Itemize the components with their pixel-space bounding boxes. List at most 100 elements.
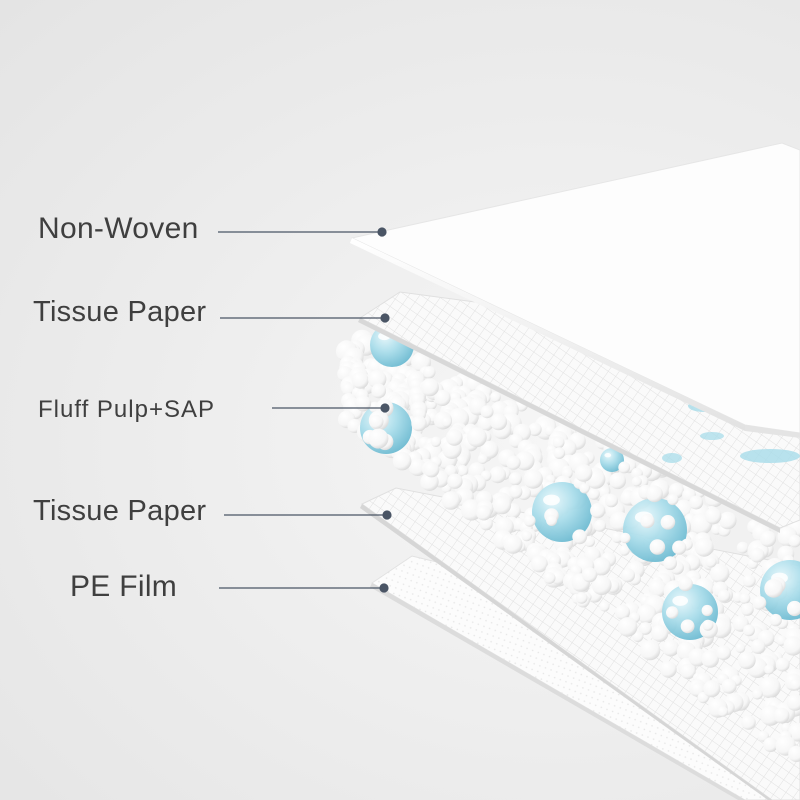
fluff-ball	[368, 428, 389, 449]
leader-dot-fluff	[380, 403, 390, 413]
fluff-ball	[574, 464, 593, 482]
fluff-ball	[701, 650, 719, 668]
leader-dot-tissue-lower	[382, 510, 392, 520]
fluff-ball	[619, 532, 631, 544]
fluff-ball	[591, 575, 612, 595]
fluff-ball	[717, 706, 729, 717]
fluff-ball	[788, 745, 800, 762]
fluff-ball	[611, 531, 623, 544]
fluff-ball	[572, 529, 588, 545]
fluff-ball	[662, 639, 680, 657]
fluff-ball	[719, 511, 737, 530]
fluff-ball	[660, 661, 677, 678]
fluff-ball	[392, 451, 412, 471]
fluff-ball	[420, 472, 439, 491]
leader-lines	[218, 227, 392, 593]
fluff-ball	[467, 427, 487, 448]
fluff-ball	[701, 604, 713, 617]
fluff-ball	[672, 540, 687, 555]
fluff-ball	[530, 555, 548, 573]
fluff-ball	[640, 513, 655, 529]
fluff-ball	[351, 371, 369, 389]
fluff-ball	[786, 694, 800, 711]
fluff-ball	[590, 503, 606, 519]
fluff-ball	[783, 636, 800, 656]
fluff-ball	[705, 556, 717, 568]
fluff-ball	[660, 515, 676, 530]
fluff-ball	[773, 707, 790, 724]
fluff-ball	[636, 604, 657, 624]
fluff-ball	[480, 440, 499, 459]
fluff-ball	[588, 488, 600, 500]
fluff-ball	[503, 534, 523, 554]
fluff-ball	[609, 472, 626, 490]
leader-dot-nonwoven	[377, 227, 387, 237]
fluff-ball	[582, 567, 598, 583]
fluff-ball	[639, 622, 652, 635]
fluff-ball	[743, 624, 755, 637]
label-tissue-paper-upper: Tissue Paper	[33, 296, 207, 328]
fluff-ball	[703, 680, 721, 698]
fluff-ball	[680, 663, 696, 680]
fluff-ball	[543, 572, 556, 584]
fluff-ball	[737, 651, 756, 670]
fluff-ball	[553, 447, 566, 459]
fluff-ball	[694, 537, 714, 557]
fluff-ball	[639, 639, 661, 661]
fluff-ball	[456, 465, 469, 477]
fluff-ball	[448, 408, 470, 429]
fluff-ball	[446, 429, 463, 446]
fluff-ball	[759, 530, 777, 547]
fluff-ball	[447, 473, 463, 489]
fluff-ball	[411, 415, 427, 432]
fluff-ball	[649, 539, 666, 555]
fluff-ball	[787, 600, 800, 617]
fluff-ball	[490, 391, 501, 403]
fluff-ball	[741, 715, 756, 730]
fluff-ball	[618, 461, 631, 474]
fluff-ball	[621, 568, 635, 583]
fluff-ball	[423, 461, 440, 478]
fluff-ball	[749, 547, 765, 563]
fluff-ball	[506, 455, 521, 470]
fluff-ball	[764, 578, 784, 598]
fluff-ball	[489, 466, 507, 484]
leader-dot-pe-film	[379, 583, 389, 593]
fluff-ball	[736, 541, 749, 554]
fluff-ball	[584, 536, 595, 547]
fluff-ball	[631, 476, 642, 487]
fluff-ball	[477, 454, 488, 464]
fluff-ball	[666, 606, 679, 619]
fluff-ball	[480, 405, 494, 419]
fluff-ball	[689, 495, 704, 510]
fluff-ball	[575, 592, 588, 604]
fluff-ball	[369, 414, 384, 429]
fluff-ball	[710, 563, 730, 583]
fluff-ball	[716, 645, 731, 661]
fluff-ball	[739, 593, 751, 604]
sap-bead-highlight	[543, 494, 560, 506]
fluff-ball	[371, 383, 387, 399]
fluff-ball	[752, 596, 767, 610]
fluff-ball	[508, 472, 522, 486]
fluff-ball	[521, 530, 532, 542]
fluff-ball	[441, 416, 452, 428]
fluff-ball	[758, 676, 781, 699]
fluff-ball	[680, 619, 695, 634]
fluff-ball	[721, 678, 737, 694]
fluff-ball	[632, 631, 644, 642]
fluff-ball	[615, 604, 630, 620]
label-fluff-pulp-sap: Fluff Pulp+SAP	[38, 396, 215, 423]
fluff-ball	[764, 664, 775, 675]
fluff-ball	[604, 494, 619, 508]
fluff-ball	[579, 483, 590, 494]
fluff-ball	[523, 469, 543, 489]
fluff-ball	[552, 436, 565, 449]
fluff-ball	[408, 458, 427, 476]
non-woven-sheet	[350, 142, 800, 438]
fluff-ball	[490, 413, 508, 431]
fluff-ball	[750, 639, 766, 654]
fluff-ball	[476, 505, 492, 521]
